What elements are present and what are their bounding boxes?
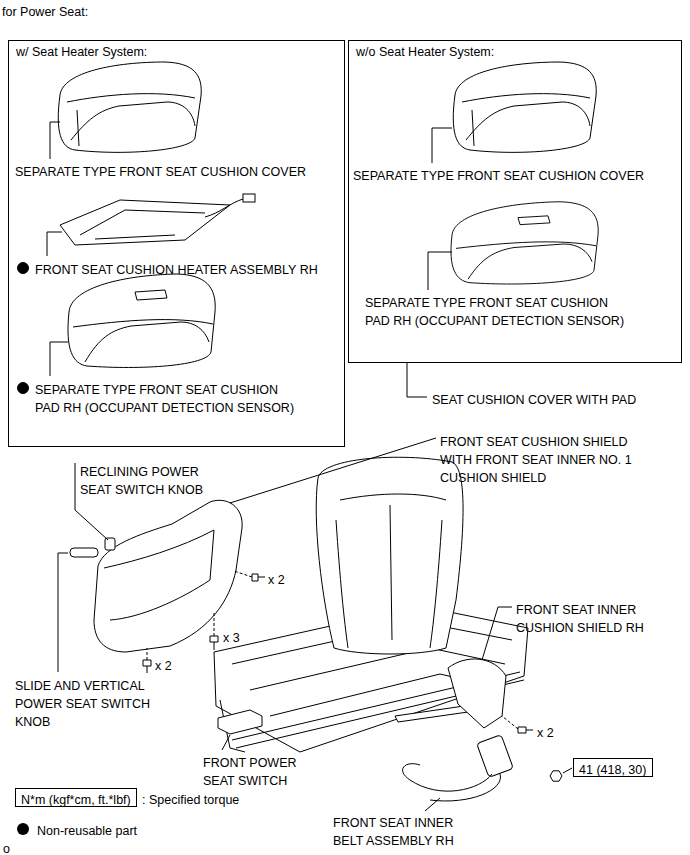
part-name: SLIDE AND VERTICAL POWER SEAT SWITCH KNO… xyxy=(15,679,150,729)
part-name: SEPARATE TYPE FRONT SEAT CUSHION PAD RH … xyxy=(35,383,294,415)
nut xyxy=(550,771,562,781)
part-name: SEPARATE TYPE FRONT SEAT CUSHION COVER xyxy=(15,165,306,179)
non-reusable-mark xyxy=(18,263,29,274)
label-wrap: SEPARATE TYPE FRONT SEAT CUSHION PAD RH … xyxy=(365,293,635,329)
part-name: SEPARATE TYPE FRONT SEAT CUSHION COVER xyxy=(353,169,644,183)
bolt-count: x 2 xyxy=(268,573,285,587)
label-wrap: o xyxy=(3,839,10,855)
bolt xyxy=(210,612,218,650)
label-wrap: x 3 xyxy=(223,628,240,646)
leader-line xyxy=(50,342,68,376)
leader-line xyxy=(230,438,436,503)
bolt-count: x 2 xyxy=(155,659,172,673)
leader-line xyxy=(425,798,440,811)
label-wrap: FRONT SEAT INNER BELT ASSEMBLY RH xyxy=(333,813,463,849)
non-reusable-mark xyxy=(18,383,29,394)
leader-line xyxy=(482,607,512,660)
label-wrap: x 2 xyxy=(155,656,172,674)
inner-cushion-shield xyxy=(448,659,506,728)
bolt xyxy=(502,716,533,733)
seat-assembly xyxy=(214,457,528,752)
legend-text: Non-reusable part xyxy=(37,824,137,838)
bolt xyxy=(143,648,151,673)
leader-line xyxy=(428,252,452,290)
cushion-cover xyxy=(453,62,596,152)
cushion-pad xyxy=(451,202,598,284)
reclining-knob xyxy=(105,538,115,550)
label-wrap: FRONT POWER SEAT SWITCH xyxy=(203,753,303,789)
label-wrap: SEPARATE TYPE FRONT SEAT CUSHION COVER xyxy=(15,162,306,180)
label-wrap: SEAT CUSHION COVER WITH PAD xyxy=(432,390,636,408)
page-mark: o xyxy=(3,842,10,855)
part-name: RECLINING POWER SEAT SWITCH KNOB xyxy=(80,465,203,497)
legend-item: Non-reusable part xyxy=(37,821,137,839)
cushion-shield xyxy=(94,500,242,652)
label-wrap: x 2 xyxy=(268,570,285,588)
label-wrap: SLIDE AND VERTICAL POWER SEAT SWITCH KNO… xyxy=(15,676,155,730)
part-name: FRONT SEAT INNER BELT ASSEMBLY RH xyxy=(333,816,454,848)
bracket-line xyxy=(407,363,427,397)
part-name: FRONT SEAT CUSHION SHIELD WITH FRONT SEA… xyxy=(440,435,632,485)
slide-knob xyxy=(70,548,98,557)
leader-line xyxy=(47,232,62,256)
torque-unit-box: N*m (kgf*cm, ft.*lbf) xyxy=(15,788,137,807)
label-wrap: RECLINING POWER SEAT SWITCH KNOB xyxy=(80,462,210,498)
power-seat-switch xyxy=(218,710,262,734)
part-name: FRONT POWER SEAT SWITCH xyxy=(203,756,297,788)
bolt xyxy=(234,571,265,581)
label-wrap: FRONT SEAT CUSHION SHIELD WITH FRONT SEA… xyxy=(440,432,650,486)
bolt-count: x 2 xyxy=(537,726,554,740)
box-heading: w/o Seat Heater System: xyxy=(356,45,674,60)
leader-line xyxy=(50,122,60,159)
torque-text: 41 (418, 30) xyxy=(579,763,646,778)
cushion-pad xyxy=(68,274,215,367)
leader-line xyxy=(222,735,230,750)
part-name: SEPARATE TYPE FRONT SEAT CUSHION PAD RH … xyxy=(365,296,624,328)
legend-dot xyxy=(17,823,29,835)
bolt-count: x 3 xyxy=(223,631,240,645)
legend-text: : Specified torque xyxy=(142,793,239,807)
title-wrap: for Power Seat: xyxy=(2,2,88,20)
label-wrap: FRONT SEAT INNER CUSHION SHIELD RH xyxy=(516,600,651,636)
torque-value-box: 41 (418, 30) xyxy=(573,758,653,777)
label-wrap: SEPARATE TYPE FRONT SEAT CUSHION COVER xyxy=(353,166,644,184)
label-wrap: FRONT SEAT CUSHION HEATER ASSEMBLY RH xyxy=(35,260,318,278)
box-heading: w/ Seat Heater System: xyxy=(16,45,337,60)
torque-text: N*m (kgf*cm, ft.*lbf) xyxy=(21,793,131,808)
diagram-title: for Power Seat: xyxy=(2,5,88,19)
part-name: FRONT SEAT CUSHION HEATER ASSEMBLY RH xyxy=(35,263,318,277)
leader-line xyxy=(432,128,452,163)
legend-item: : Specified torque xyxy=(142,790,239,808)
inner-belt xyxy=(403,735,514,801)
seat-heater xyxy=(60,194,255,245)
label-wrap: x 2 xyxy=(537,723,554,741)
leader-line xyxy=(58,553,68,672)
part-name: FRONT SEAT INNER CUSHION SHIELD RH xyxy=(516,603,644,635)
leader-line xyxy=(563,768,572,773)
part-name: SEAT CUSHION COVER WITH PAD xyxy=(432,393,636,407)
cushion-cover xyxy=(58,62,201,152)
label-wrap: SEPARATE TYPE FRONT SEAT CUSHION PAD RH … xyxy=(35,380,305,416)
